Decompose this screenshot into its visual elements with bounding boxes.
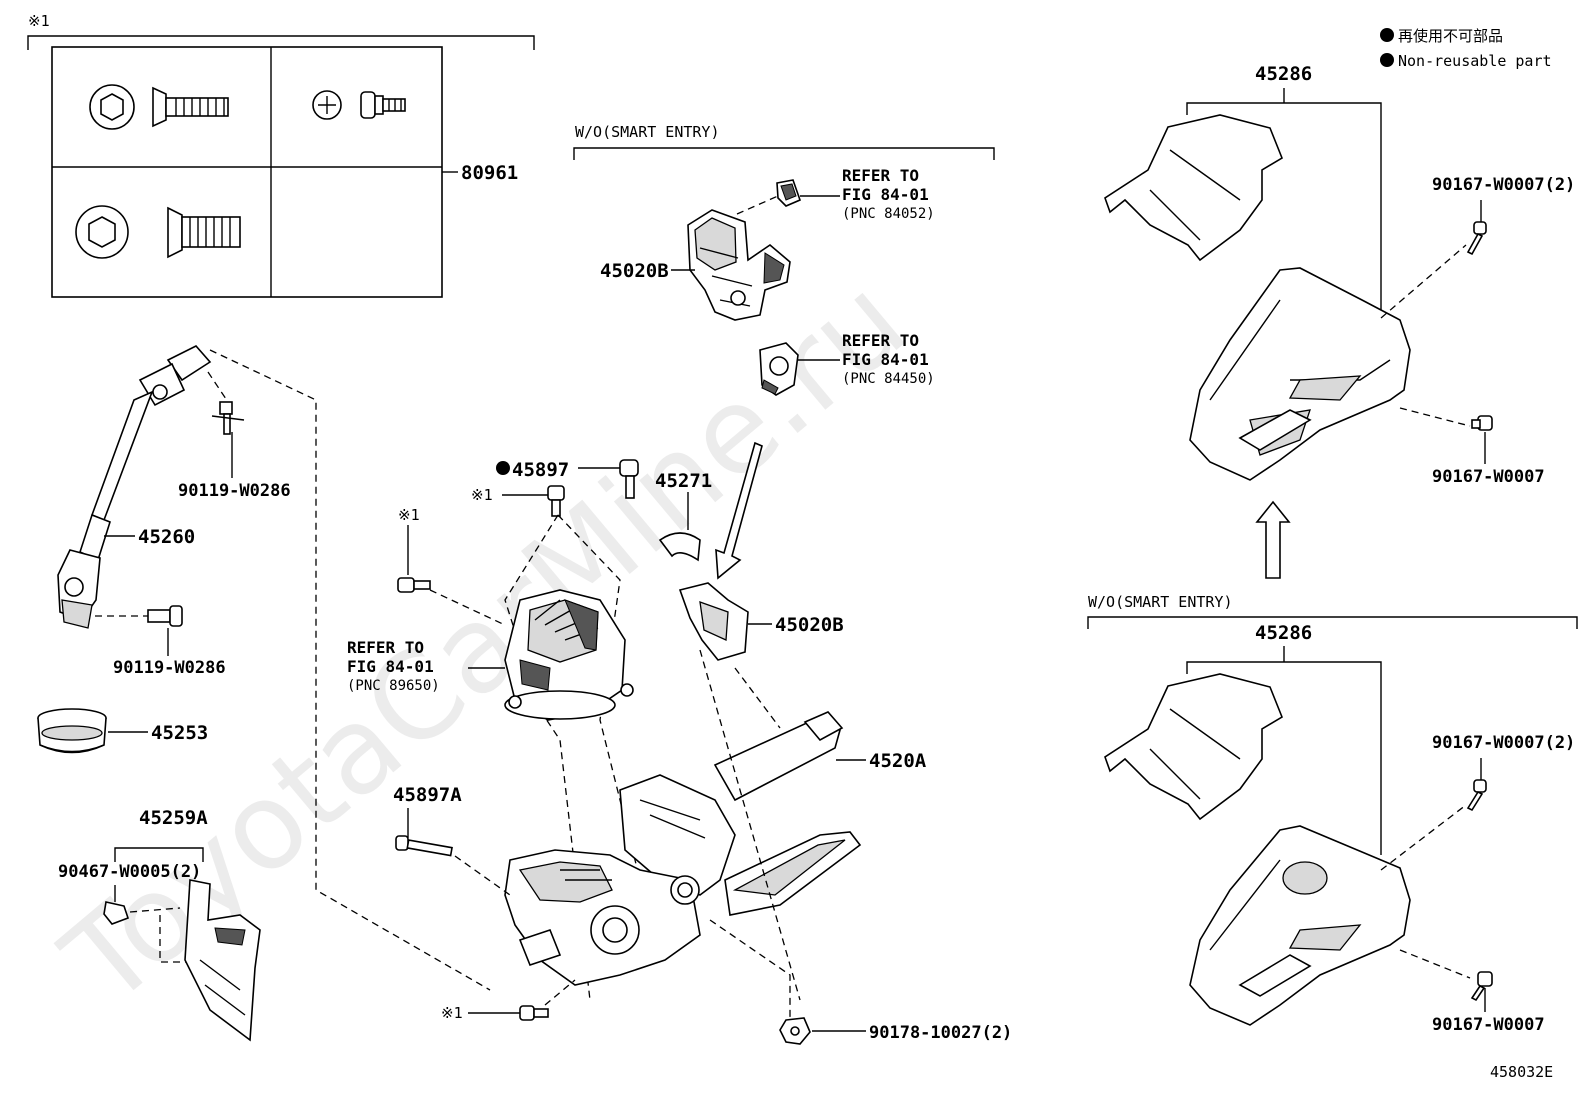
refer-84450-line2: FIG 84-01 <box>842 350 929 369</box>
pin-45897-icon <box>619 459 639 499</box>
part-label-90167-d: 90167-W0007 <box>1432 1015 1545 1035</box>
steering-column-part <box>504 711 862 986</box>
column-assembly-group: 45897 45271 45020B ※1 ※1 <box>347 441 1012 1045</box>
key-switch-part <box>776 179 802 207</box>
part-label-90167-b: 90167-W0007 <box>1432 467 1545 487</box>
diagram-id: 458032E <box>1490 1063 1553 1081</box>
legend-jp: 再使用不可部品 <box>1398 27 1503 45</box>
upper-cover-group: 45286 90167-W0007(2) 90167-W0007 <box>1104 63 1575 579</box>
part-label-45286-bot: 45286 <box>1255 622 1312 644</box>
upper-column-cover-wo-part <box>1104 673 1283 821</box>
refer-89650-line2: FIG 84-01 <box>347 657 434 676</box>
ref-mark: ※1 <box>28 12 50 30</box>
part-label-45253: 45253 <box>151 722 208 744</box>
intermediate-shaft-part <box>57 345 212 629</box>
refer-84052-line1: REFER TO <box>842 166 919 185</box>
ref-mark: ※1 <box>471 486 493 504</box>
small-bolt-icon <box>519 1005 549 1021</box>
key-cylinder-part <box>687 209 791 321</box>
part-label-45260: 45260 <box>138 526 195 548</box>
phillips-screw-icon <box>312 90 406 120</box>
part-label-90119-lower: 90119-W0286 <box>113 658 226 678</box>
refer-84450-line3: (PNC 84450) <box>842 371 935 387</box>
non-reusable-dot-icon <box>496 461 510 475</box>
screw-90167-c-icon <box>1466 779 1487 812</box>
spacer-45271-part <box>658 532 701 562</box>
seal-group: 45253 <box>37 708 208 754</box>
screw-90167-a-icon <box>1466 221 1487 256</box>
key-cylinder-group: W/O(SMART ENTRY) 45020B REFER TO FIG 84-… <box>573 123 995 396</box>
hex-bolt-icon <box>89 84 229 130</box>
part-label-90178: 90178-10027(2) <box>869 1023 1012 1043</box>
column-lower-cover-part <box>184 879 261 1042</box>
refer-84052-line3: (PNC 84052) <box>842 206 935 222</box>
column-cover-group: 45259A 90467-W0005(2) <box>58 807 261 1042</box>
refer-89650-line3: (PNC 89650) <box>347 678 440 694</box>
up-arrow-icon <box>1255 500 1291 579</box>
part-label-80961: 80961 <box>461 162 518 184</box>
hole-cover-part <box>37 708 107 754</box>
wo-smart-entry-note: W/O(SMART ENTRY) <box>575 123 720 141</box>
legend-en: Non-reusable part <box>1398 52 1552 70</box>
part-label-45020B-top: 45020B <box>600 260 669 282</box>
shaft-bolt-lower-icon <box>147 605 183 627</box>
lock-housing-part <box>678 582 749 661</box>
legend: 再使用不可部品 Non-reusable part <box>1380 27 1552 70</box>
upper-cover-wo-smart-group: W/O(SMART ENTRY) 45286 90167-W0007(2) <box>1087 593 1578 1035</box>
clip-icon <box>103 901 130 925</box>
legend-dot-icon <box>1380 53 1394 67</box>
ref-mark: ※1 <box>398 506 420 524</box>
part-label-45286-top: 45286 <box>1255 63 1312 85</box>
part-label-45271: 45271 <box>655 470 712 492</box>
part-label-45897: 45897 <box>512 459 569 481</box>
long-bolt-45897A-icon <box>395 835 453 857</box>
ref-mark: ※1 <box>441 1004 463 1022</box>
wo-smart-entry-note-right: W/O(SMART ENTRY) <box>1088 593 1233 611</box>
intermediate-shaft-group: 90119-W0286 45260 90119-W0286 <box>57 345 491 991</box>
part-label-45897A: 45897A <box>393 784 462 806</box>
part-label-90167-a: 90167-W0007(2) <box>1432 175 1575 195</box>
refer-84450-line1: REFER TO <box>842 331 919 350</box>
small-bolt-icon <box>547 485 565 517</box>
part-label-45259A: 45259A <box>139 807 208 829</box>
refer-84052-line2: FIG 84-01 <box>842 185 929 204</box>
nut-90178-icon <box>779 1017 811 1045</box>
part-label-90167-c: 90167-W0007(2) <box>1432 733 1575 753</box>
socket-bolt-icon <box>75 205 241 259</box>
part-label-90119-upper: 90119-W0286 <box>178 481 291 501</box>
transponder-part <box>759 342 799 396</box>
bolt-table: ※1 80961 <box>27 12 535 298</box>
screw-90167-d-icon <box>1470 971 1493 1002</box>
lower-column-cover-wo-part <box>1189 825 1411 1026</box>
part-label-4520A: 4520A <box>869 750 927 772</box>
small-bolt-icon <box>397 577 431 593</box>
upper-column-cover-part <box>1104 114 1283 262</box>
eps-motor-part <box>504 589 634 721</box>
part-label-45020B-mid: 45020B <box>775 614 844 636</box>
refer-89650-line1: REFER TO <box>347 638 424 657</box>
lower-column-cover-part <box>1189 267 1411 481</box>
shaft-bolt-upper-icon <box>211 401 245 435</box>
part-label-90467: 90467-W0005(2) <box>58 862 201 882</box>
legend-dot-icon <box>1380 28 1394 42</box>
screw-90167-b-icon <box>1471 415 1493 431</box>
direction-arrow-icon <box>715 441 763 580</box>
